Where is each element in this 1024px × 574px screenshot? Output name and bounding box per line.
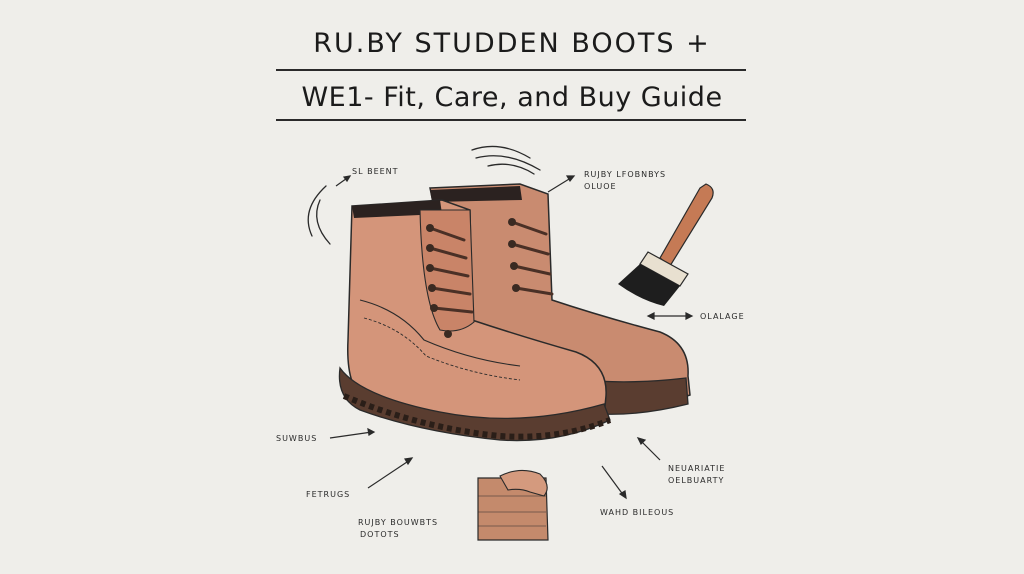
- label-top-right-2: OLUOE: [584, 182, 617, 191]
- label-bottom-center-2: DOTOTS: [360, 530, 400, 539]
- title-line-2: WE1- Fit, Care, and Buy Guide: [301, 82, 723, 113]
- lace-icon: [428, 220, 554, 314]
- title-rule-top: [276, 69, 746, 71]
- label-right-low-2: OELBUARTY: [668, 476, 725, 485]
- label-top-left: SL BEENT: [352, 167, 399, 176]
- label-brush-right: OLALAGE: [700, 312, 745, 321]
- eyelet-icons: [426, 218, 520, 338]
- brush-icon: [618, 183, 714, 306]
- arrow-icons: [329, 175, 694, 500]
- title-rule-bottom: [276, 119, 746, 121]
- swoosh-lines: [307, 145, 541, 245]
- label-bottom-right: WAHD BILEOUS: [600, 508, 675, 517]
- label-bottom-center-1: RUJBY BOUWBTS: [358, 518, 439, 527]
- label-right-low-1: NEUARIATIE: [668, 464, 726, 473]
- label-top-right-1: RUJBY LFOBNBYS: [584, 170, 667, 179]
- title-line-1: RU.BY STUDDEN BOOTS +: [313, 28, 711, 59]
- label-left-low: FETRUGS: [306, 490, 351, 499]
- hand-boot-icon: [477, 469, 549, 541]
- label-left-mid: SUWBUS: [276, 434, 318, 443]
